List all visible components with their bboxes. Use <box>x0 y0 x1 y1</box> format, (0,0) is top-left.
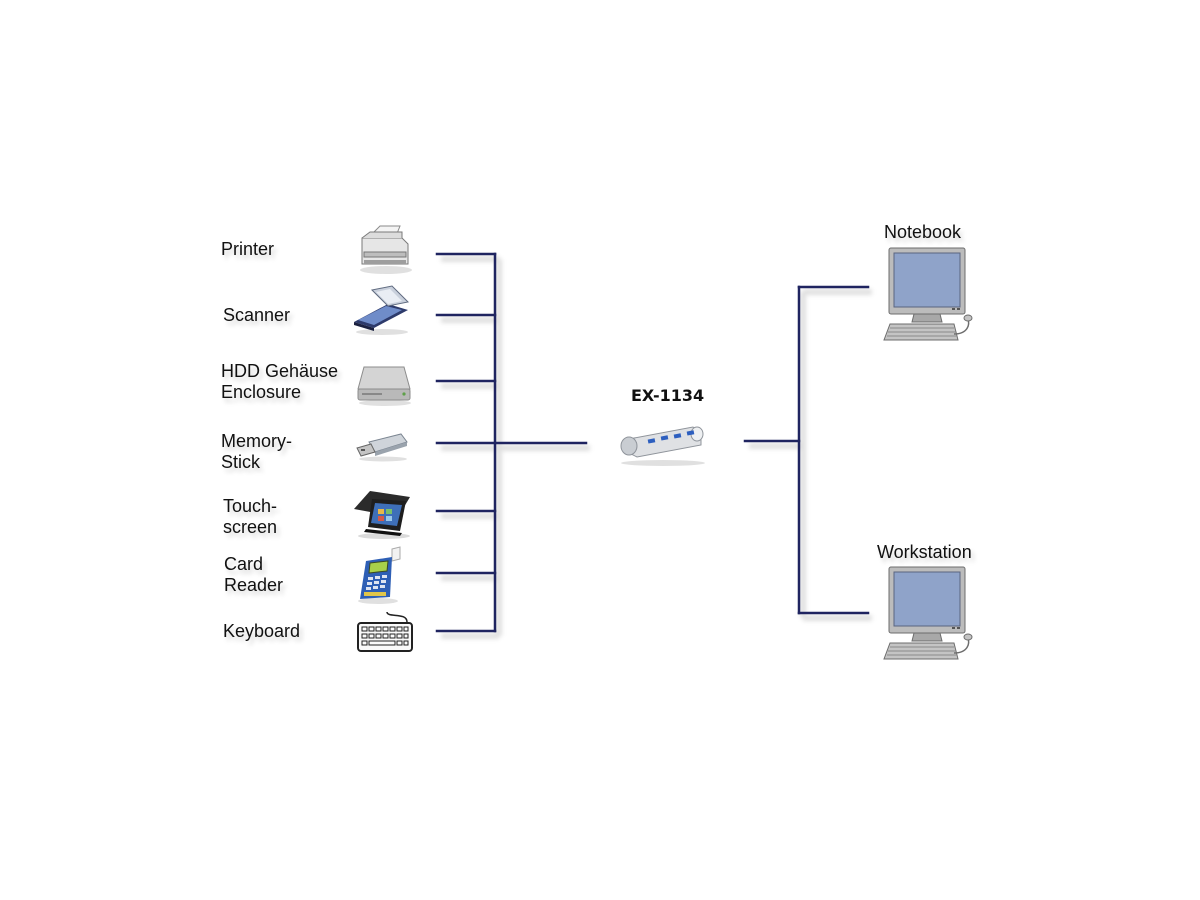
device-label-memory-stick-line2: Stick <box>221 452 261 472</box>
usb-hub-icon <box>620 426 705 466</box>
device-label-scanner: Scanner <box>223 305 291 325</box>
usb-stick-icon <box>356 433 408 462</box>
printer-icon <box>360 225 412 274</box>
device-label-hdd: HDD Gehäuse Enclosure <box>221 361 338 403</box>
device-label-card-reader-line2: Reader <box>224 575 284 595</box>
host-label-workstation: Workstation <box>877 542 972 562</box>
device-label-card-reader-line1: Card <box>224 554 264 574</box>
device-label-touchscreen: Touch- screen <box>223 496 277 538</box>
device-label-memory-stick-line1: Memory- <box>221 431 292 451</box>
device-label-memory-stick: Memory- Stick <box>221 431 292 473</box>
keyboard-icon <box>357 611 413 652</box>
workstation-computer-icon <box>883 566 973 660</box>
device-label-touchscreen-line2: screen <box>223 517 278 537</box>
touchscreen-icon <box>354 491 410 539</box>
device-label-keyboard: Keyboard <box>223 621 301 641</box>
hdd-enclosure-icon <box>357 366 411 406</box>
device-label-hdd-line1: HDD Gehäuse <box>221 361 339 381</box>
line-shadows <box>441 256 872 639</box>
device-label-printer: Printer <box>221 239 275 259</box>
hub-label: EX-1134 <box>631 386 705 405</box>
scanner-icon <box>354 285 410 335</box>
device-label-touchscreen-line1: Touch- <box>223 496 278 516</box>
card-reader-icon <box>358 546 401 604</box>
host-label-notebook: Notebook <box>884 222 962 242</box>
device-label-card-reader: Card Reader <box>224 554 283 596</box>
notebook-computer-icon <box>883 247 973 341</box>
device-label-hdd-line2: Enclosure <box>221 382 302 402</box>
